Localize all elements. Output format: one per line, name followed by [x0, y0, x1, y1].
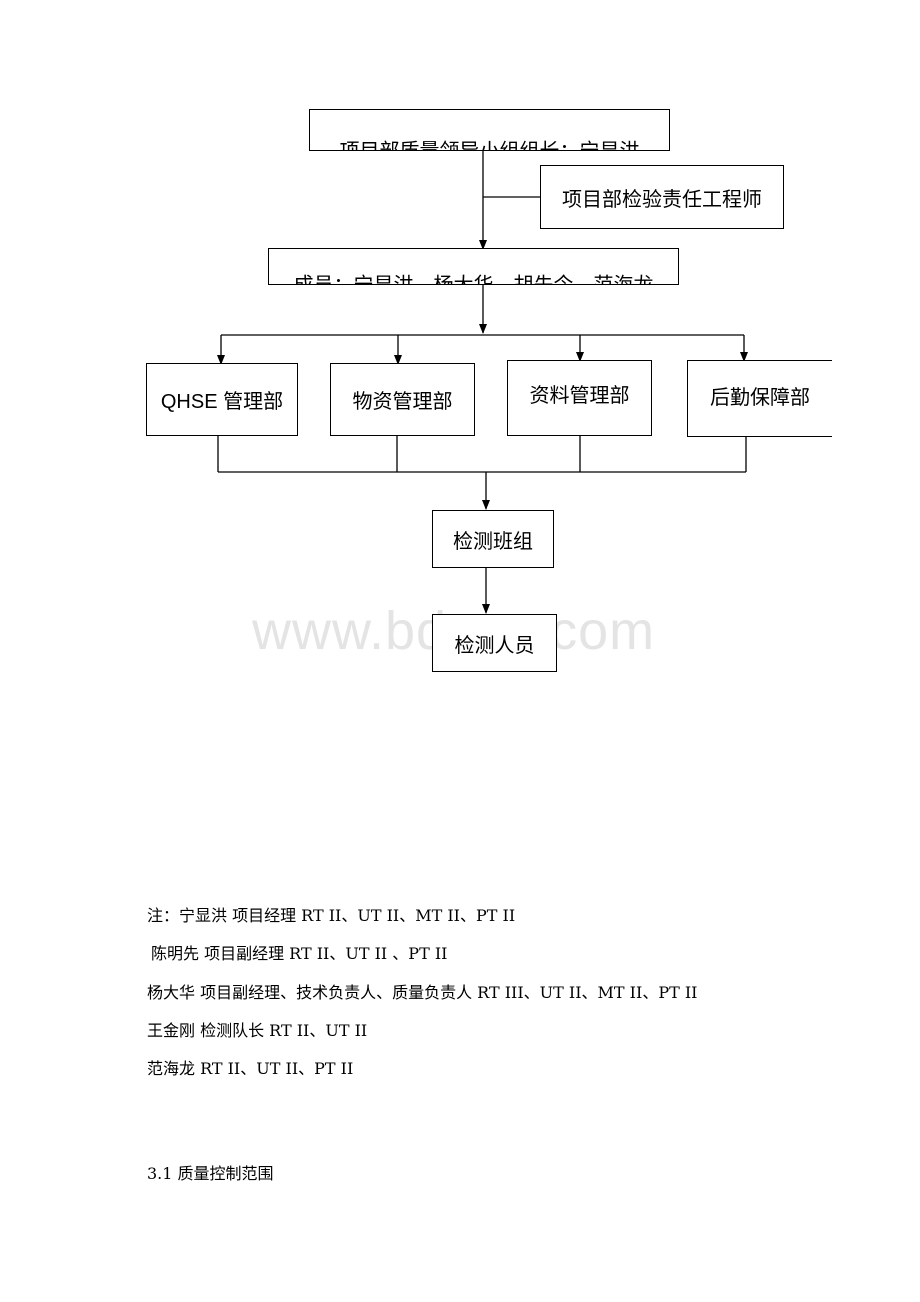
- dept-qhse-box: QHSE 管理部: [146, 363, 298, 436]
- dept-houqin-label: 后勤保障部: [710, 385, 810, 409]
- note-line-2: 陈明先 项目副经理 RT II、UT II 、PT II: [151, 944, 448, 963]
- team-box-label: 检测班组: [453, 528, 533, 553]
- dept-qhse-label: QHSE 管理部: [160, 391, 284, 413]
- leader-box: 项目部质量领导小组组长：宁显洪: [309, 109, 670, 151]
- dept-houqin-box: 后勤保障部: [687, 360, 832, 437]
- note-line-1: 注：宁显洪 项目经理 RT II、UT II、MT II、PT II: [147, 906, 516, 925]
- leader-box-label: 项目部质量领导小组组长：宁显洪: [339, 138, 640, 151]
- team-box: 检测班组: [432, 510, 554, 568]
- engineer-box-label: 项目部检验责任工程师: [562, 186, 762, 211]
- note-line-4: 王金刚 检测队长 RT II、UT II: [147, 1021, 368, 1040]
- note-line-3: 杨大华 项目副经理、技术负责人、质量负责人 RT III、UT II、MT II…: [147, 983, 698, 1002]
- staff-box-label: 检测人员: [454, 632, 535, 657]
- section-heading: 3.1 质量控制范围: [147, 1164, 274, 1183]
- dept-ziliao-label: 资料管理部: [529, 383, 630, 407]
- members-box: 成员：宁显洪、杨大华、胡先今、范海龙: [268, 248, 679, 285]
- members-box-label: 成员：宁显洪、杨大华、胡先今、范海龙: [293, 272, 654, 285]
- dept-wuzi-label: 物资管理部: [352, 389, 453, 413]
- dept-wuzi-box: 物资管理部: [330, 363, 475, 436]
- staff-box: 检测人员: [432, 614, 557, 672]
- engineer-box: 项目部检验责任工程师: [540, 165, 784, 229]
- dept-ziliao-box: 资料管理部: [507, 360, 652, 436]
- note-line-5: 范海龙 RT II、UT II、PT II: [147, 1059, 354, 1078]
